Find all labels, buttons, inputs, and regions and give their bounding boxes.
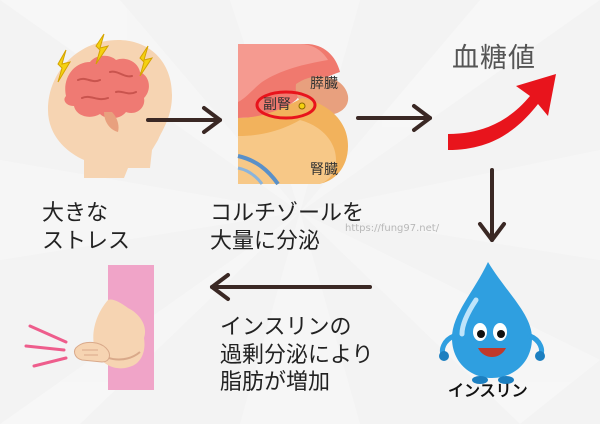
stress-label: 大きな ストレス xyxy=(42,200,130,255)
insulin-drop-character-icon xyxy=(439,262,545,384)
brain-stress-head-icon xyxy=(48,33,172,178)
stress-label-line1: 大きな xyxy=(42,201,109,226)
flow-arrows xyxy=(146,104,506,301)
pancreas-label: 膵臓 xyxy=(310,76,338,92)
effect-label-line3: 脂肪が増加 xyxy=(220,370,331,395)
effect-label-line1: インスリンの xyxy=(220,315,352,340)
arrow-sugar-to-insulin xyxy=(478,168,506,242)
belly-fat-figure-icon xyxy=(24,265,154,390)
cortisol-label: コルチゾールを 大量に分泌 xyxy=(210,200,364,255)
rising-arrow-icon xyxy=(448,74,556,150)
cortisol-label-line1: コルチゾールを xyxy=(210,201,365,226)
cortisol-label-line2: 大量に分泌 xyxy=(210,228,321,254)
adrenal-kidney-organs-icon xyxy=(237,44,349,186)
arrow-organs-to-sugar xyxy=(356,104,432,132)
arrow-insulin-to-fat xyxy=(210,273,372,301)
blood-sugar-label: 血糖値 xyxy=(452,43,536,74)
effect-label: インスリンの 過剰分泌により 脂肪が増加 xyxy=(220,314,374,397)
stress-label-line2: ストレス xyxy=(42,228,131,254)
kidney-label: 腎臓 xyxy=(310,162,338,178)
watermark: https://fung97.net/ xyxy=(345,223,440,234)
effect-label-line2: 過剰分泌により xyxy=(220,342,374,368)
arrow-head-to-organs xyxy=(146,106,222,134)
adrenal-label: 副腎 xyxy=(263,97,291,113)
insulin-label: インスリン xyxy=(448,381,528,400)
